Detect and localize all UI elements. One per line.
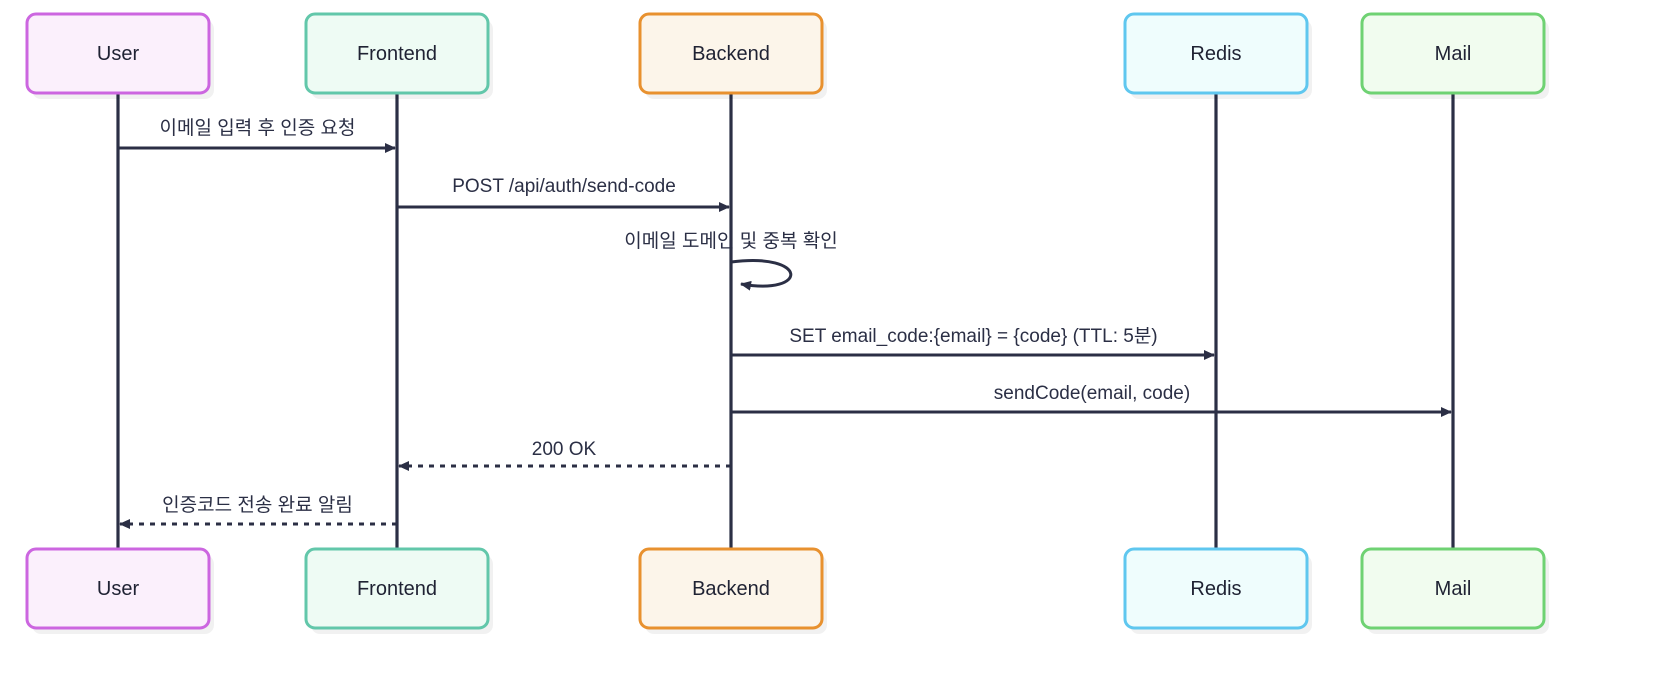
actor-label-redis-bottom: Redis — [1190, 578, 1241, 600]
actor-label-redis-top: Redis — [1190, 43, 1241, 65]
message-label-7: 인증코드 전송 완료 알림 — [162, 494, 353, 516]
message-label-1: 이메일 입력 후 인증 요청 — [160, 117, 356, 139]
actor-box-redis-top[interactable] — [1123, 12, 1309, 95]
message-label-2: POST /api/auth/send-code — [452, 176, 676, 197]
actor-box-mail-top[interactable] — [1360, 12, 1546, 95]
actor-label-user-bottom: User — [97, 578, 140, 600]
message-label-3: 이메일 도메인 및 중복 확인 — [624, 230, 837, 252]
lifelines-group — [116, 93, 1455, 549]
actor-box-user-top[interactable] — [25, 12, 211, 95]
messages-group: 이메일 입력 후 인증 요청 POST /api/auth/send-code 이메… — [118, 117, 1452, 529]
actor-box-redis-bottom[interactable] — [1123, 547, 1309, 630]
message-label-4: SET email_code:{email} = {code} (TTL: 5분… — [789, 326, 1157, 347]
actor-boxes-top: User Frontend Backend Redis Mail — [25, 12, 1549, 99]
actor-label-frontend-top: Frontend — [357, 43, 437, 65]
message-label-6: 200 OK — [532, 439, 597, 460]
actor-box-backend-bottom[interactable] — [638, 547, 824, 630]
message-label-5: sendCode(email, code) — [994, 383, 1190, 404]
actor-boxes-bottom: User Frontend Backend Redis Mail — [25, 547, 1549, 634]
actor-box-backend-top[interactable] — [638, 12, 824, 95]
actor-label-user-top: User — [97, 43, 140, 65]
actor-box-frontend-bottom[interactable] — [304, 547, 490, 630]
actor-box-mail-bottom[interactable] — [1360, 547, 1546, 630]
message-line-3-self-loop[interactable] — [730, 259, 793, 291]
actor-label-backend-top: Backend — [692, 43, 770, 65]
actor-label-frontend-bottom: Frontend — [357, 578, 437, 600]
actor-box-frontend-top[interactable] — [304, 12, 490, 95]
actor-label-mail-top: Mail — [1435, 43, 1472, 65]
actor-box-user-bottom[interactable] — [25, 547, 211, 630]
actor-label-backend-bottom: Backend — [692, 578, 770, 600]
actor-label-mail-bottom: Mail — [1435, 578, 1472, 600]
